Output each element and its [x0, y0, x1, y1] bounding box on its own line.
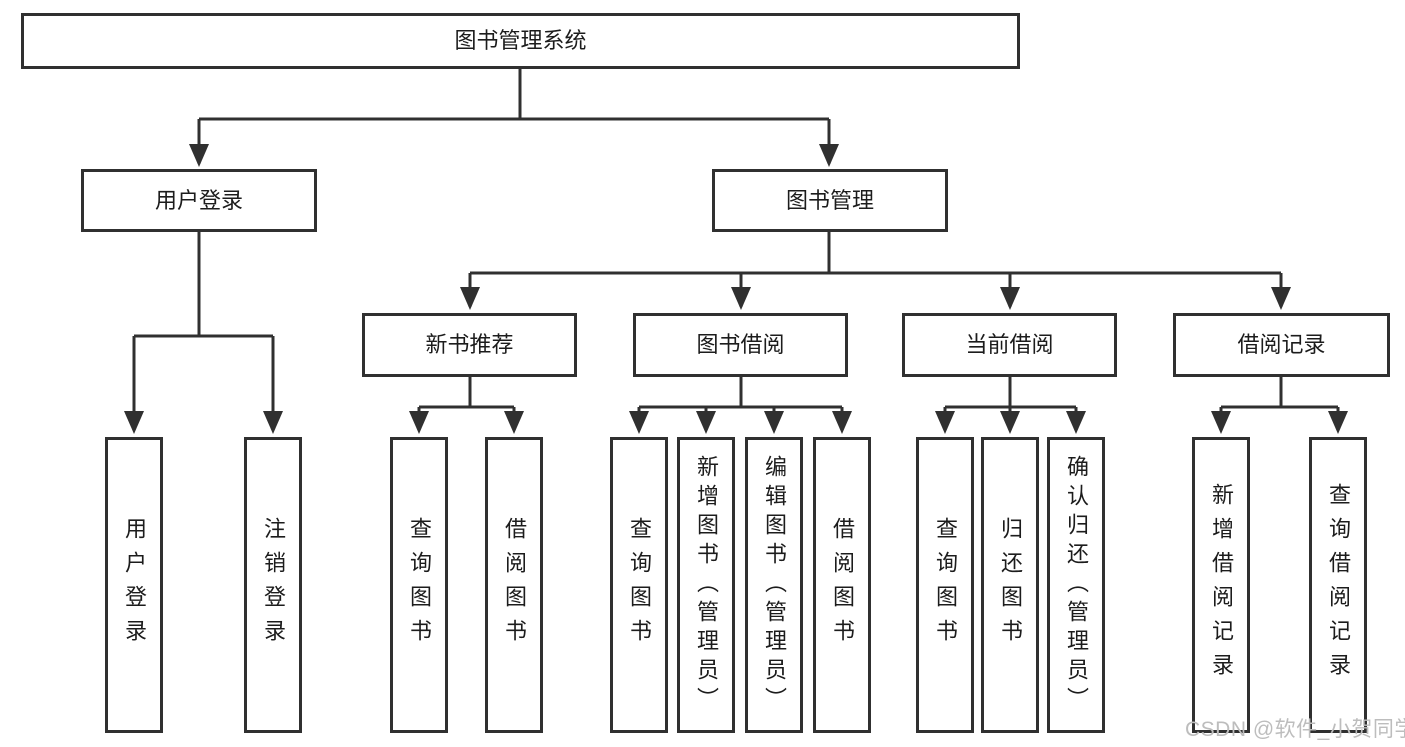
leaf-add-borrow-record: 新增借阅记录	[1192, 437, 1250, 733]
node-borrowing-records-label: 借阅记录	[1237, 332, 1326, 357]
leaf-borrow-books: 借阅图书	[813, 437, 871, 733]
leaf-query-books-recommend: 查询图书	[390, 437, 448, 733]
node-current-borrowing: 当前借阅	[902, 313, 1117, 377]
leaf-add-book-admin-label: 新增图书（管理员）	[694, 454, 719, 716]
node-user-login-label: 用户登录	[154, 187, 243, 213]
leaf-add-book-admin: 新增图书（管理员）	[677, 437, 735, 733]
leaf-query-borrow-record-label: 查询借阅记录	[1326, 483, 1351, 687]
leaf-query-books-borrowing-label: 查询图书	[627, 517, 652, 653]
node-new-book-recommend-label: 新书推荐	[425, 332, 514, 357]
leaf-edit-book-admin: 编辑图书（管理员）	[745, 437, 803, 733]
leaf-query-books-current-label: 查询图书	[933, 517, 958, 653]
leaf-user-login: 用户登录	[105, 437, 163, 733]
leaf-query-books-borrowing: 查询图书	[610, 437, 668, 733]
node-book-borrowing-label: 图书借阅	[696, 332, 785, 357]
leaf-borrow-books-recommend: 借阅图书	[485, 437, 543, 733]
node-current-borrowing-label: 当前借阅	[965, 332, 1054, 357]
node-book-borrowing: 图书借阅	[633, 313, 848, 377]
watermark: CSDN @软件_小贺同学	[1185, 718, 1405, 741]
node-book-management: 图书管理	[712, 169, 948, 232]
node-borrowing-records: 借阅记录	[1173, 313, 1390, 377]
leaf-query-borrow-record: 查询借阅记录	[1309, 437, 1367, 733]
leaf-return-book: 归还图书	[981, 437, 1039, 733]
node-new-book-recommend: 新书推荐	[362, 313, 577, 377]
leaf-borrow-books-recommend-label: 借阅图书	[502, 517, 527, 653]
leaf-query-books-current: 查询图书	[916, 437, 974, 733]
leaf-add-borrow-record-label: 新增借阅记录	[1209, 483, 1234, 687]
leaf-logout-label: 注销登录	[261, 517, 286, 653]
node-book-management-label: 图书管理	[785, 187, 874, 213]
node-root-label: 图书管理系统	[454, 28, 587, 53]
leaf-confirm-return-admin: 确认归还（管理员）	[1047, 437, 1105, 733]
leaf-user-login-label: 用户登录	[122, 517, 147, 653]
leaf-return-book-label: 归还图书	[998, 517, 1023, 653]
leaf-query-books-recommend-label: 查询图书	[407, 517, 432, 653]
node-user-login: 用户登录	[81, 169, 317, 232]
leaf-edit-book-admin-label: 编辑图书（管理员）	[762, 454, 787, 716]
leaf-confirm-return-admin-label: 确认归还（管理员）	[1064, 454, 1089, 716]
leaf-borrow-books-label: 借阅图书	[830, 517, 855, 653]
leaf-logout: 注销登录	[244, 437, 302, 733]
node-root-system: 图书管理系统	[21, 13, 1020, 69]
